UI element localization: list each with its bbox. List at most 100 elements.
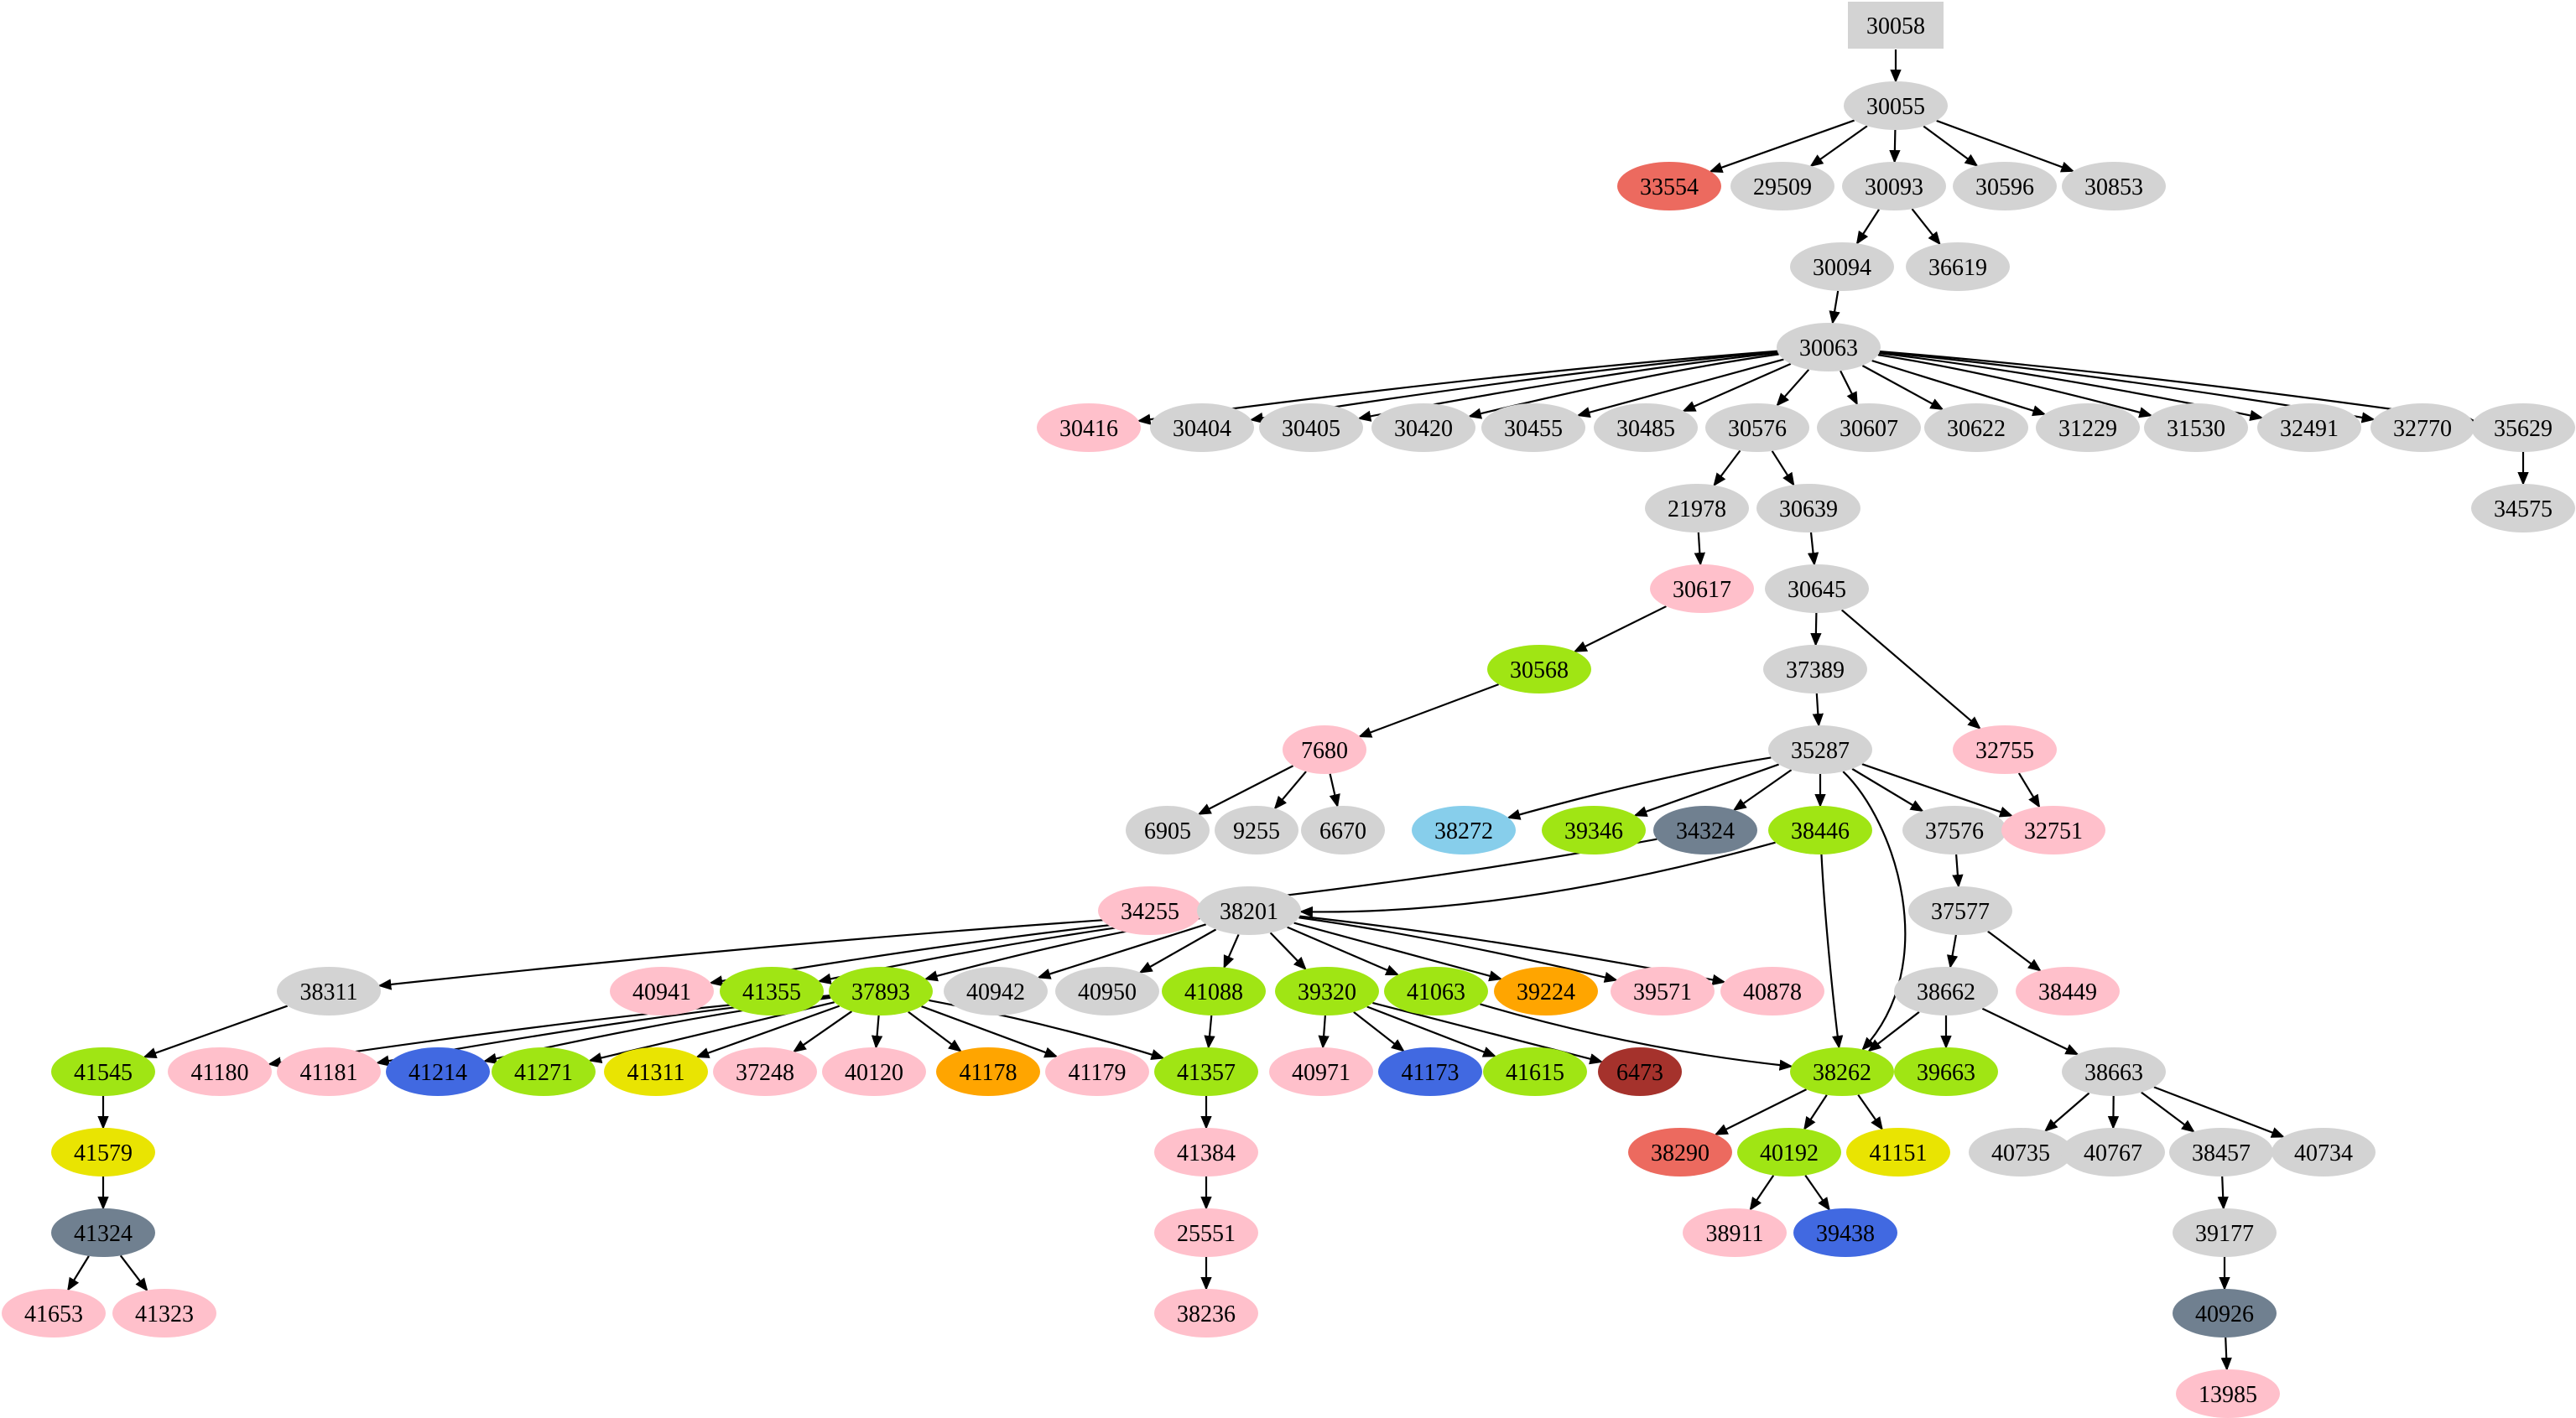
edge-39320-40971 bbox=[1318, 1015, 1330, 1050]
node-label: 37893 bbox=[851, 979, 910, 1005]
node-label: 40767 bbox=[2084, 1140, 2142, 1166]
node-41181: 41181 bbox=[277, 1047, 381, 1096]
root-node-box bbox=[1848, 2, 1944, 49]
node-ellipse bbox=[2272, 1128, 2376, 1176]
node-ellipse bbox=[822, 1047, 926, 1096]
node-label: 6473 bbox=[1616, 1060, 1663, 1086]
node-31229: 31229 bbox=[2036, 403, 2140, 452]
node-ellipse bbox=[1817, 403, 1921, 452]
node-ellipse bbox=[168, 1047, 272, 1096]
node-ellipse bbox=[1737, 1128, 1841, 1176]
node-39571: 39571 bbox=[1611, 967, 1715, 1015]
node-41579: 41579 bbox=[51, 1128, 155, 1176]
node-ellipse bbox=[1953, 162, 2057, 210]
node-40120: 40120 bbox=[822, 1047, 926, 1096]
node-ellipse bbox=[1098, 886, 1202, 935]
edge-38457-39177 bbox=[2217, 1176, 2229, 1211]
edge-30576-30639 bbox=[1771, 450, 1795, 486]
node-30576: 30576 bbox=[1705, 403, 1809, 452]
node-label: 41615 bbox=[1506, 1060, 1564, 1086]
node-label: 30576 bbox=[1728, 416, 1787, 442]
node-ellipse bbox=[277, 967, 381, 1015]
node-ellipse bbox=[1730, 162, 1834, 210]
node-38262: 38262 bbox=[1790, 1047, 1894, 1096]
node-41180: 41180 bbox=[168, 1047, 272, 1096]
node-41355: 41355 bbox=[720, 967, 824, 1015]
node-ellipse bbox=[944, 967, 1048, 1015]
node-41323: 41323 bbox=[112, 1289, 216, 1337]
node-label: 37576 bbox=[1925, 818, 1984, 844]
node-ellipse bbox=[2036, 403, 2140, 452]
node-ellipse bbox=[1765, 564, 1869, 613]
node-ellipse bbox=[1126, 806, 1210, 854]
node-label: 30622 bbox=[1947, 416, 2006, 442]
edge-30639-30645 bbox=[1807, 532, 1819, 567]
node-ellipse bbox=[713, 1047, 817, 1096]
edge-30093-36619 bbox=[1911, 208, 1941, 246]
edge-40192-39438 bbox=[1804, 1174, 1830, 1212]
node-ellipse bbox=[51, 1047, 155, 1096]
node-37893: 37893 bbox=[829, 967, 933, 1015]
node-ellipse bbox=[1269, 1047, 1373, 1096]
node-33554: 33554 bbox=[1617, 162, 1721, 210]
node-32770: 32770 bbox=[2370, 403, 2475, 452]
edge-38262-38290 bbox=[1714, 1088, 1808, 1135]
edge-30094-30063 bbox=[1829, 290, 1840, 325]
node-40971: 40971 bbox=[1269, 1047, 1373, 1096]
node-ellipse bbox=[1846, 1128, 1950, 1176]
node-ellipse bbox=[2169, 1128, 2273, 1176]
node-label: 41151 bbox=[1870, 1140, 1928, 1166]
node-38457: 38457 bbox=[2169, 1128, 2273, 1176]
node-label: 35629 bbox=[2494, 416, 2553, 442]
edge-38446-38262 bbox=[1820, 854, 1844, 1050]
node-ellipse bbox=[1154, 1208, 1258, 1257]
node-ellipse bbox=[604, 1047, 708, 1096]
edge-37576-37577 bbox=[1952, 854, 1964, 889]
node-30404: 30404 bbox=[1150, 403, 1254, 452]
node-ellipse bbox=[1150, 403, 1254, 452]
node-ellipse bbox=[1371, 403, 1475, 452]
edge-30617-30568 bbox=[1573, 605, 1667, 652]
node-label: 40971 bbox=[1292, 1060, 1350, 1086]
edge-37893-37248 bbox=[792, 1010, 853, 1053]
edge-38446-38201 bbox=[1298, 841, 1776, 918]
node-6473: 6473 bbox=[1598, 1047, 1682, 1096]
node-label: 40950 bbox=[1078, 979, 1137, 1005]
edge-21978-30617 bbox=[1694, 532, 1705, 567]
edge-37893-41311 bbox=[695, 1005, 840, 1058]
node-38236: 38236 bbox=[1154, 1289, 1258, 1337]
node-38272: 38272 bbox=[1412, 806, 1516, 854]
node-ellipse bbox=[1768, 725, 1872, 774]
edge-30055-30853 bbox=[1936, 119, 2075, 173]
node-label: 41355 bbox=[742, 979, 801, 1005]
node-label: 41181 bbox=[300, 1060, 358, 1086]
node-label: 38663 bbox=[2084, 1060, 2143, 1086]
node-ellipse bbox=[1055, 967, 1159, 1015]
node-label: 41179 bbox=[1069, 1060, 1127, 1086]
node-39177: 39177 bbox=[2173, 1208, 2277, 1257]
edges-layer bbox=[67, 49, 2529, 1372]
edge-37577-38449 bbox=[1987, 930, 2042, 972]
node-6905: 6905 bbox=[1126, 806, 1210, 854]
node-label: 38449 bbox=[2038, 979, 2097, 1005]
node-ellipse bbox=[1487, 645, 1591, 693]
node-label: 30639 bbox=[1779, 496, 1838, 522]
edge-37577-38662 bbox=[1946, 934, 1959, 969]
node-ellipse bbox=[1720, 967, 1824, 1015]
edge-30063-30416 bbox=[1137, 350, 1777, 425]
node-ellipse bbox=[2001, 806, 2105, 854]
node-label: 9255 bbox=[1233, 818, 1280, 844]
node-label: 41384 bbox=[1177, 1140, 1236, 1166]
node-40926: 40926 bbox=[2173, 1289, 2277, 1337]
node-label: 41214 bbox=[409, 1060, 467, 1086]
node-41088: 41088 bbox=[1162, 967, 1266, 1015]
node-label: 7680 bbox=[1301, 738, 1348, 764]
node-ellipse bbox=[51, 1128, 155, 1176]
node-ellipse bbox=[1617, 162, 1721, 210]
node-ellipse bbox=[1793, 1208, 1897, 1257]
node-label: 37248 bbox=[736, 1060, 794, 1086]
node-label: 41063 bbox=[1407, 979, 1465, 1005]
edge-35287-38272 bbox=[1507, 756, 1772, 820]
edge-30063-31530 bbox=[1877, 354, 2153, 418]
edge-40192-38911 bbox=[1749, 1175, 1775, 1212]
